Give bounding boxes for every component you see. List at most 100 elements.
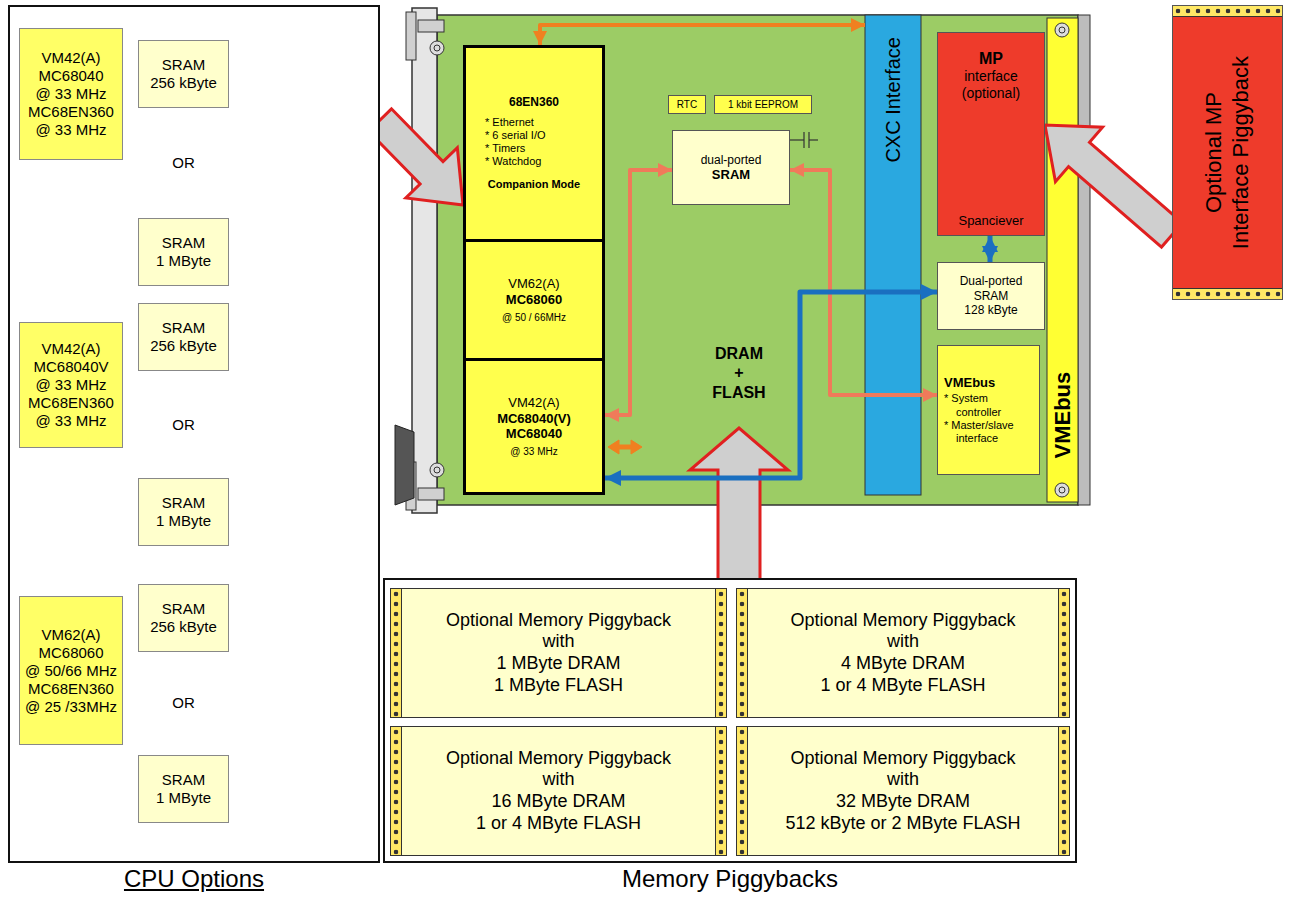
- arrowhead: [605, 470, 621, 486]
- label-text: 1 MByte: [142, 789, 225, 807]
- pin-strip: [1173, 6, 1282, 17]
- label-text: Dual-ported: [941, 274, 1041, 288]
- label-text: MC68040: [23, 67, 119, 85]
- text-frame: VMEbus* Systemcontroller* Master/slavein…: [938, 375, 1039, 445]
- label-text: VMEbus: [944, 375, 1033, 391]
- sram-box: Dual-portedSRAM128 kByte: [937, 262, 1045, 330]
- text-frame: VM42(A)MC68040V@ 33 MHzMC68EN360@ 33 MHz: [20, 338, 122, 432]
- rotated-text-frame: CXC Interface: [865, 15, 921, 495]
- label-text: 1 MByte: [142, 252, 225, 270]
- label-text: CPU Options: [10, 865, 378, 894]
- label-text: MC68060: [469, 292, 599, 308]
- cpu-chip-box: VM62(A)MC68060 @ 50 / 66MHz: [463, 239, 605, 361]
- label-text: * 6 serial I/O: [469, 129, 599, 142]
- connector-line: [540, 25, 865, 45]
- capacitor-symbol: [790, 132, 818, 148]
- label-text: 68EN360: [469, 95, 599, 109]
- connector-line: [605, 170, 672, 415]
- label-text: MC68EN360: [23, 680, 119, 698]
- rotated-text-frame: Optional MPInterface Piggyback: [1173, 6, 1282, 299]
- cpu-option-box: VM42(A)MC68040V@ 33 MHzMC68EN360@ 33 MHz: [19, 322, 123, 448]
- label-text: Companion Mode: [469, 178, 599, 191]
- panel-screw: [430, 463, 444, 477]
- text-frame: Optional Memory Piggybackwith1 MByte DRA…: [391, 610, 726, 696]
- sram-box: SRAM1 MByte: [138, 218, 229, 286]
- arrowhead: [658, 163, 672, 177]
- mp-interface-box: MPinterface(optional)Spanciever: [937, 32, 1045, 236]
- label-text: * System: [944, 392, 1033, 405]
- board-screw: [1055, 483, 1069, 497]
- arrowhead: [982, 236, 998, 252]
- bus-connector: [790, 163, 937, 402]
- label-text: VM62(A): [469, 276, 599, 292]
- pin-strip: [1058, 589, 1069, 717]
- cpu-option-box: VM42(A)MC68040@ 33 MHzMC68EN360@ 33 MHz: [19, 28, 123, 160]
- label-text: Optional Memory Piggyback: [751, 610, 1055, 632]
- arrowhead: [851, 18, 865, 32]
- label-text: MC68EN360: [23, 394, 119, 412]
- board-screw: [1059, 487, 1065, 493]
- arrowhead: [790, 163, 804, 177]
- label-text: Optional Memory Piggyback: [751, 748, 1055, 770]
- label-text: (optional): [942, 85, 1040, 102]
- board-edge: [1078, 15, 1090, 505]
- insert-arrow-shape: [369, 109, 463, 205]
- label-text: VM42(A): [23, 340, 119, 358]
- arrowhead: [923, 388, 937, 402]
- memory-insert-arrow: [690, 428, 788, 580]
- text-frame: Optional Memory Piggybackwith32 MByte DR…: [737, 748, 1069, 834]
- label-text: @ 33 MHz: [23, 85, 119, 103]
- local-bus-arrow: [608, 440, 642, 454]
- label-text: 32 MByte DRAM: [751, 791, 1055, 813]
- text-frame: SRAM256 kByte: [139, 317, 228, 357]
- insert-arrow: [1045, 125, 1182, 247]
- label-text: * Timers: [469, 142, 599, 155]
- label-text: with: [405, 769, 712, 791]
- sram-box: SRAM256 kByte: [138, 584, 229, 652]
- text-frame: MPinterface(optional)Spanciever: [938, 33, 1044, 235]
- pin-strip: [737, 727, 748, 855]
- cpu-chip-box: VM42(A)MC68040(V)MC68040@ 33 MHz: [463, 358, 605, 495]
- label-text: 1 MByte DRAM: [405, 653, 712, 675]
- label-text: @ 50 / 66MHz: [469, 312, 599, 324]
- panel-handle: [406, 12, 416, 60]
- label-text: CXC Interface: [881, 37, 905, 163]
- label-text: SRAM: [142, 771, 225, 789]
- label-text: Memory Piggybacks: [385, 865, 1075, 894]
- pin-strip: [715, 727, 726, 855]
- label-text: 256 kByte: [142, 74, 225, 92]
- text-frame: dual-portedSRAM: [673, 151, 789, 185]
- label-text: dual-ported: [676, 153, 786, 167]
- label-text: VM62(A): [23, 626, 119, 644]
- label-text: 1 or 4 MByte FLASH: [751, 675, 1055, 697]
- label-text: @ 33 MHz: [23, 121, 119, 139]
- label-text: 1 kbit EEPROM: [718, 99, 808, 111]
- text-frame: SRAM1 MByte: [139, 769, 228, 809]
- connector-line: [605, 292, 937, 478]
- label-text: SRAM: [142, 319, 225, 337]
- memory-piggyback-card: Optional Memory Piggybackwith1 MByte DRA…: [390, 588, 727, 718]
- label-text: MC68060: [23, 644, 119, 662]
- label-text: @ 25 /33MHz: [23, 698, 119, 716]
- mp-piggyback-card: Optional MPInterface Piggyback: [1172, 5, 1283, 300]
- label-text: SRAM: [142, 234, 225, 252]
- text-frame: VM62(A)MC68060 @ 50 / 66MHz: [466, 274, 602, 325]
- label-text: Spanciever: [942, 213, 1040, 229]
- bus-connector: [605, 163, 672, 422]
- label-text: SRAM: [941, 289, 1041, 303]
- label-text: 16 MByte DRAM: [405, 791, 712, 813]
- label-text: SRAM: [142, 494, 225, 512]
- band-layer: [865, 15, 1078, 502]
- label-text: MC68040: [469, 426, 599, 442]
- ejector: [418, 20, 444, 32]
- vmebus-interface-box: VMEbus* Systemcontroller* Master/slavein…: [937, 345, 1040, 475]
- sram-box: SRAM1 MByte: [138, 755, 229, 823]
- rotated-text-frame: VMEbus: [1047, 18, 1078, 502]
- bus-connector: [533, 18, 865, 45]
- pin-strip: [715, 589, 726, 717]
- text-frame: 1 kbit EEPROM: [715, 97, 811, 113]
- cxc-interface-band: CXC Interface: [865, 15, 921, 495]
- sram-box: dual-portedSRAM: [672, 130, 790, 205]
- bus-connector: [605, 284, 937, 486]
